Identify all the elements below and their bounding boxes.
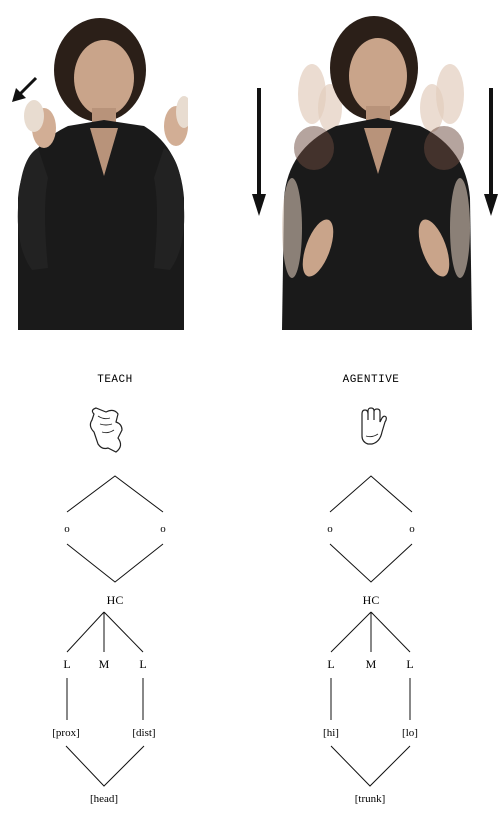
agentive-place: [trunk] — [355, 793, 386, 805]
agentive-hc: HC — [363, 593, 380, 607]
agentive-L-right: L — [406, 657, 413, 671]
teach-diagram: TEACH o o HC L M L [prox] [dist] [head] — [52, 374, 166, 805]
agentive-L-left: L — [327, 657, 334, 671]
teach-loc-left: [prox] — [52, 727, 80, 739]
agentive-loc-left: [hi] — [323, 727, 339, 739]
teach-hc: HC — [107, 593, 124, 607]
handshape-agentive-icon — [362, 408, 386, 444]
teach-o-left: o — [64, 523, 70, 535]
agentive-title: AGENTIVE — [343, 374, 400, 386]
agentive-loc-right: [lo] — [402, 727, 418, 739]
teach-M: M — [99, 657, 110, 671]
teach-L-right: L — [139, 657, 146, 671]
teach-place: [head] — [90, 793, 118, 805]
teach-loc-right: [dist] — [132, 727, 155, 739]
teach-o-right: o — [160, 523, 166, 535]
agentive-diagram: AGENTIVE o o HC L M L [hi] [lo] [trunk] — [323, 374, 418, 805]
teach-title: TEACH — [97, 374, 133, 386]
handshape-teach-icon — [90, 408, 122, 452]
agentive-o-left: o — [327, 523, 333, 535]
agentive-M: M — [366, 657, 377, 671]
agentive-o-right: o — [409, 523, 415, 535]
teach-L-left: L — [63, 657, 70, 671]
